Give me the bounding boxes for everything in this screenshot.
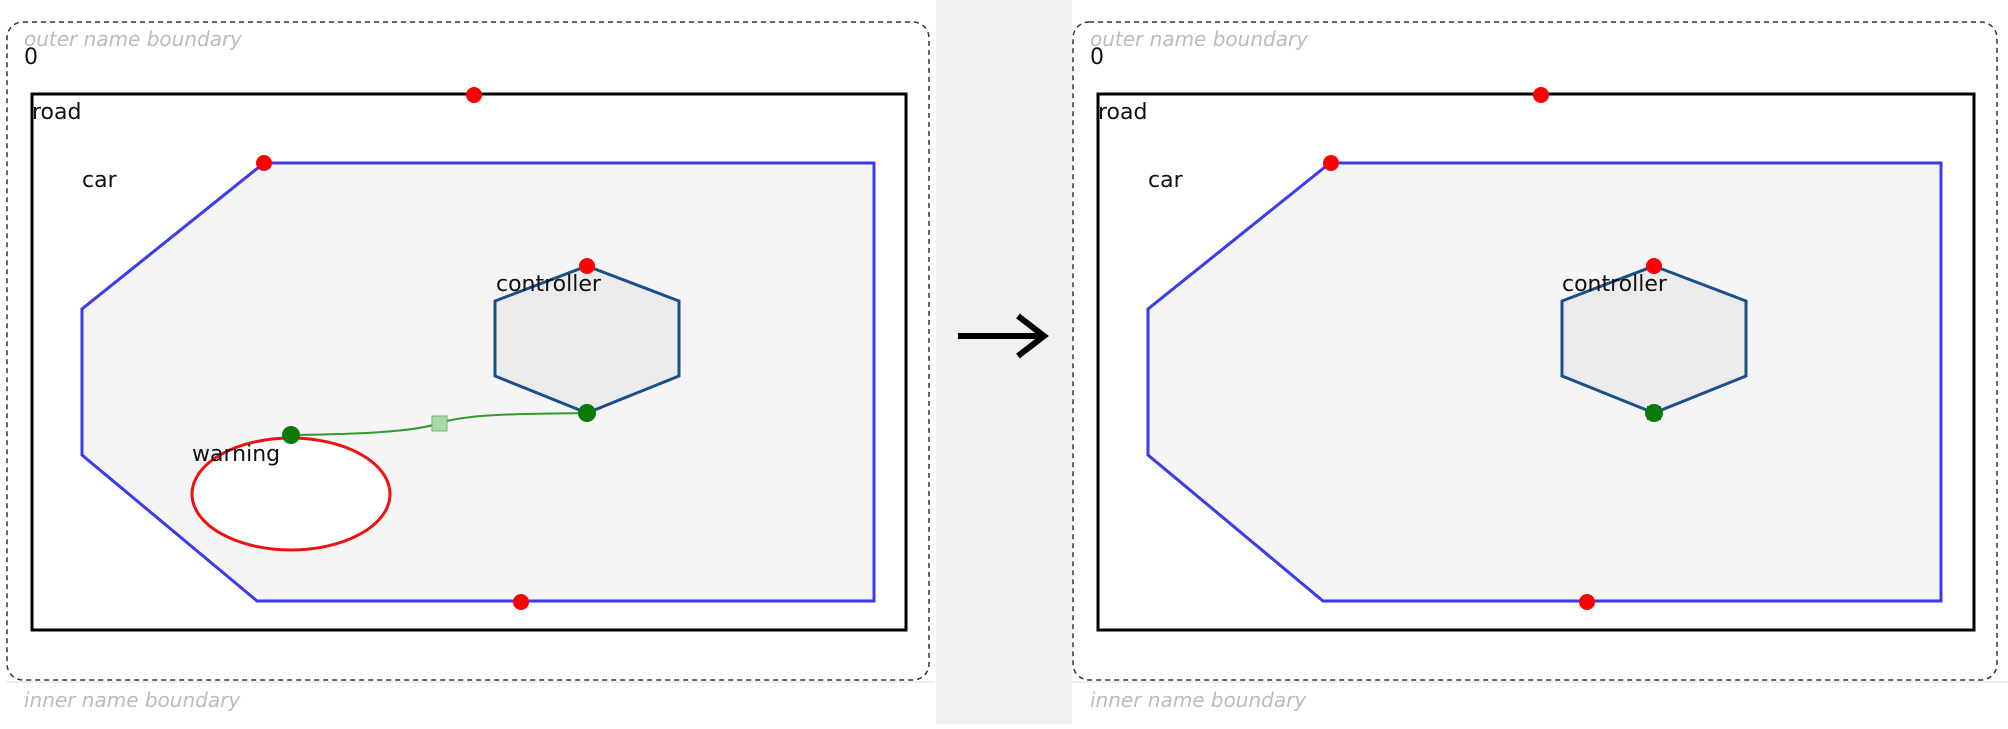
inner-boundary-strip [1072, 682, 2008, 724]
car-site-bottom[interactable] [1579, 594, 1595, 610]
road-label: road [32, 100, 81, 125]
road-site-top[interactable] [466, 87, 482, 103]
link-handle[interactable] [431, 415, 448, 432]
car-node[interactable] [80, 161, 876, 603]
road-site-top[interactable] [1533, 87, 1549, 103]
car-label: car [1148, 168, 1184, 193]
car-site-bottom[interactable] [513, 594, 529, 610]
right-panel: outer name boundary inner name boundary … [1072, 21, 2008, 724]
car-site-top[interactable] [256, 155, 272, 171]
right-arrow-icon [958, 313, 1049, 359]
controller-label: controller [1562, 272, 1668, 297]
controller-label: controller [496, 272, 602, 297]
root-label: 0 [1090, 45, 1104, 70]
inner-name-boundary-label: inner name boundary [24, 688, 241, 712]
warning-label: warning [192, 442, 280, 467]
left-panel: outer name boundary inner name boundary … [6, 21, 934, 724]
inner-boundary-strip [6, 682, 934, 724]
controller-site-top[interactable] [579, 258, 595, 274]
outer-name-boundary-label: outer name boundary [24, 27, 243, 51]
road-label: road [1098, 100, 1147, 125]
car-node[interactable] [1146, 161, 1943, 603]
warning-port[interactable] [282, 426, 300, 444]
closed-link-marker[interactable] [1647, 406, 1661, 420]
car-label: car [82, 168, 118, 193]
inner-name-boundary-label: inner name boundary [1090, 688, 1307, 712]
car-site-top[interactable] [1323, 155, 1339, 171]
controller-site-top[interactable] [1646, 258, 1662, 274]
separator-band [936, 0, 1072, 724]
root-label: 0 [24, 45, 38, 70]
outer-name-boundary-label: outer name boundary [1090, 27, 1309, 51]
controller-port[interactable] [578, 404, 596, 422]
